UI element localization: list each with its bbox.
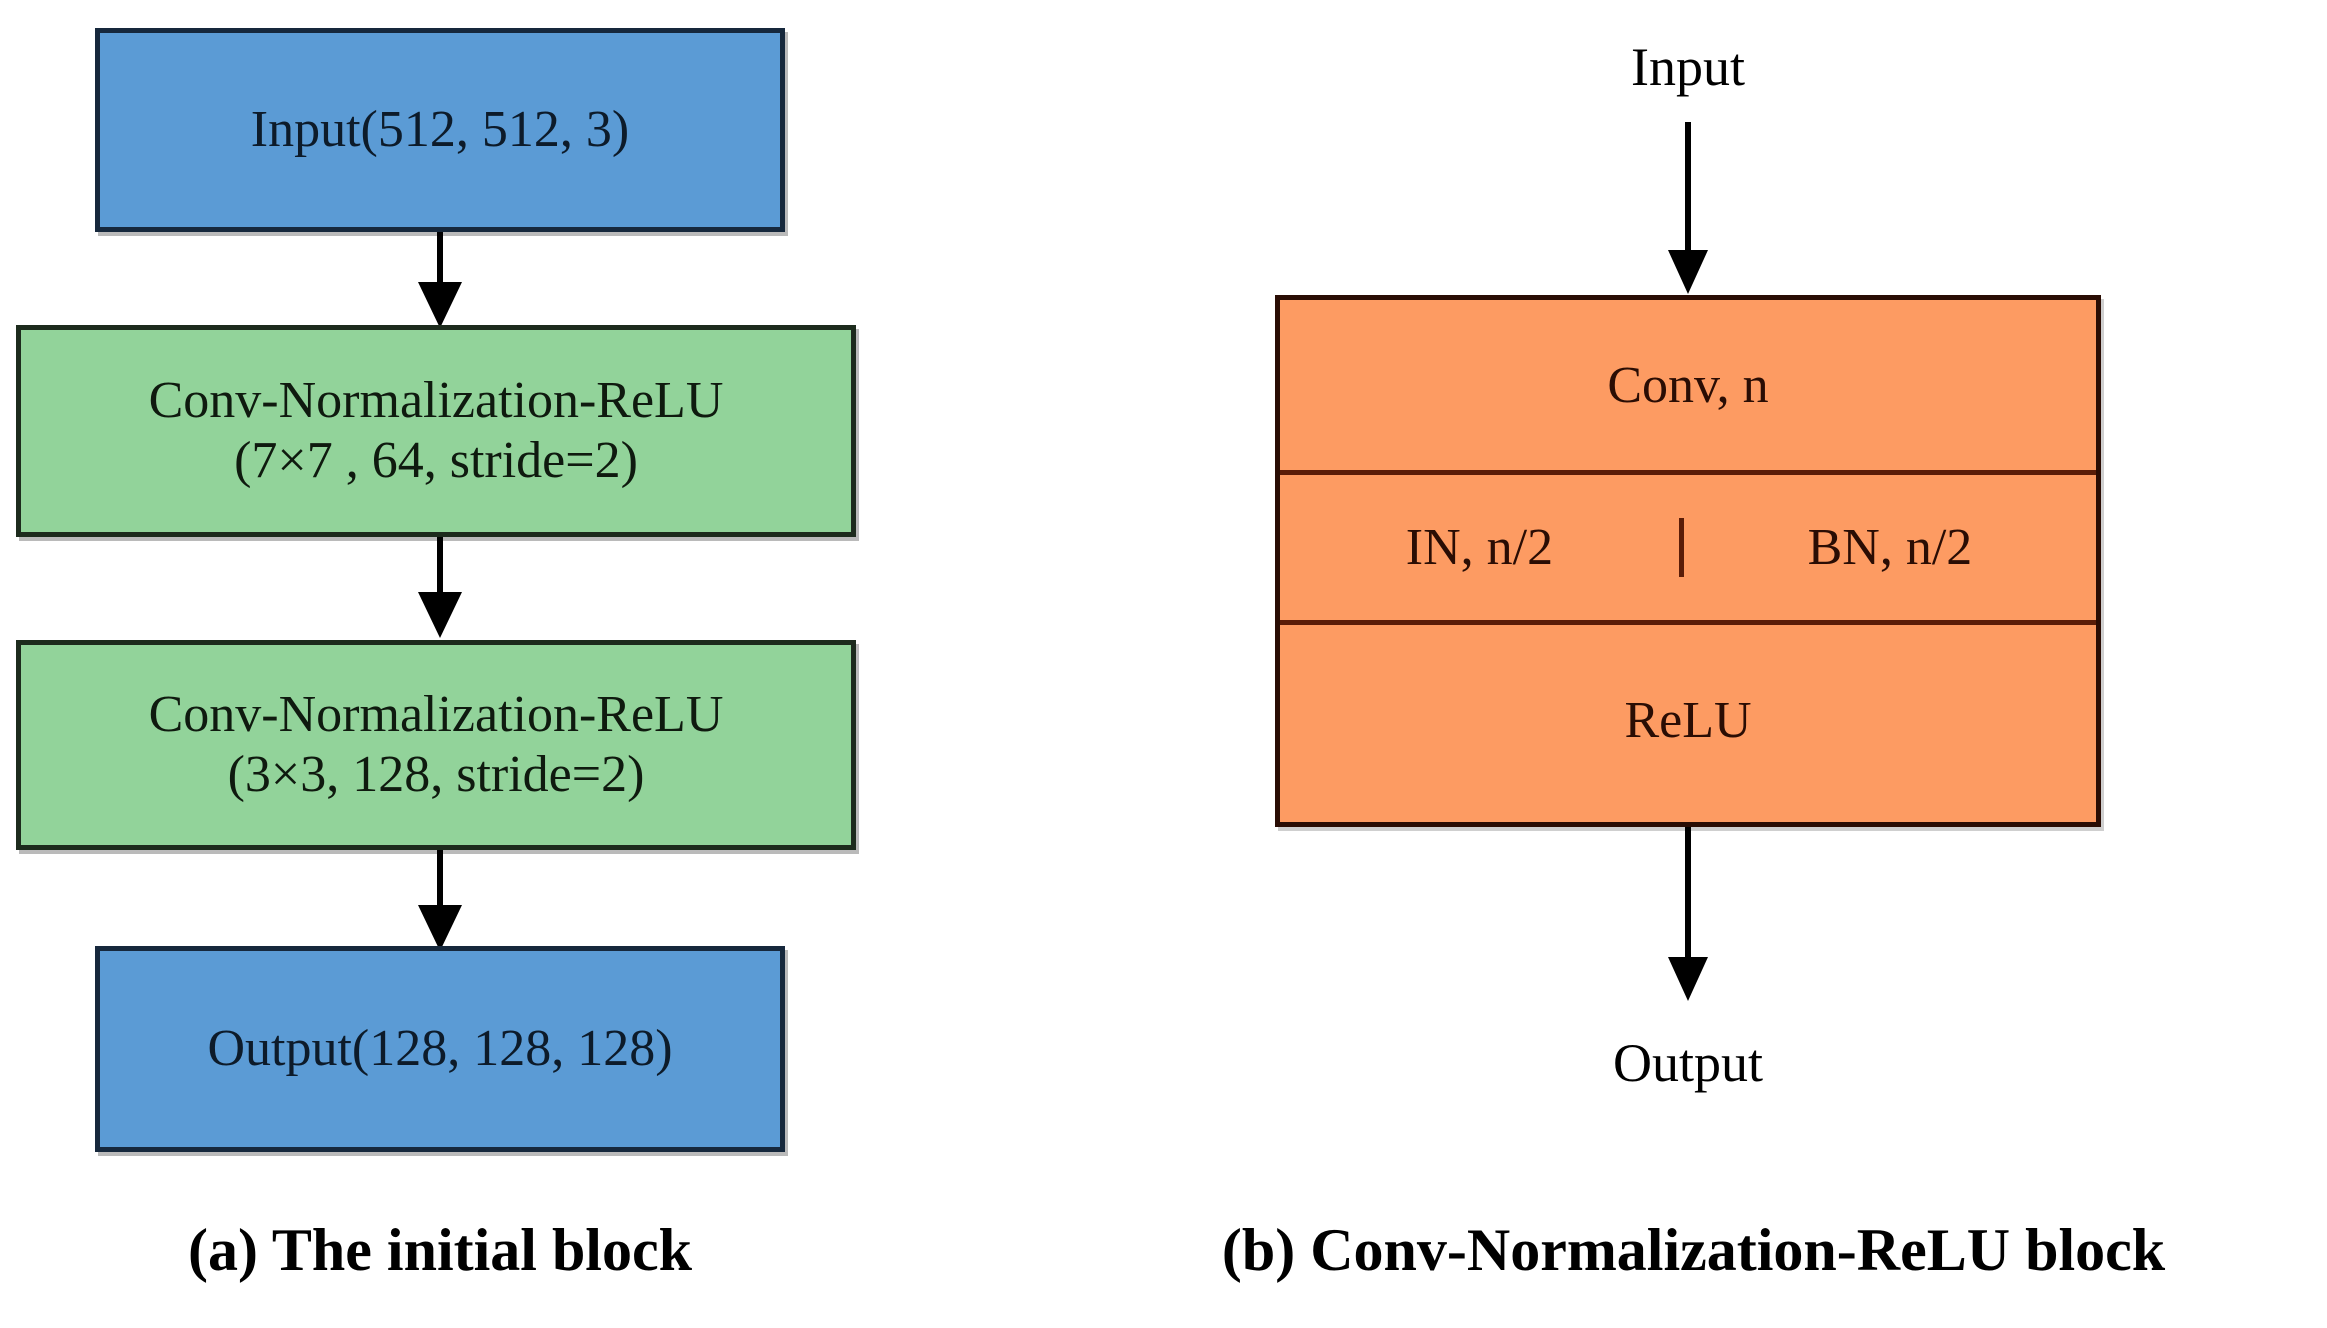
conv2-node: Conv-Normalization-ReLU (3×3, 128, strid… bbox=[16, 640, 856, 850]
output-node: Output(128, 128, 128) bbox=[95, 946, 785, 1152]
relu-row: ReLU bbox=[1280, 625, 2096, 815]
arrow-conv1-to-conv2 bbox=[418, 537, 462, 643]
norm-row: IN, n/2 BN, n/2 bbox=[1280, 475, 2096, 625]
arrow-input-to-conv1 bbox=[418, 232, 462, 328]
conv-norm-relu-block: Conv, n IN, n/2 BN, n/2 ReLU bbox=[1275, 295, 2101, 827]
output-node-label: Output(128, 128, 128) bbox=[207, 1019, 673, 1077]
input-node-label: Input(512, 512, 3) bbox=[250, 100, 630, 158]
conv1-node: Conv-Normalization-ReLU (7×7 , 64, strid… bbox=[16, 325, 856, 537]
caption-panel-a: (a) The initial block bbox=[188, 1217, 692, 1283]
norm-cell-batch-norm-label: BN, n/2 bbox=[1807, 519, 1973, 576]
output-text-label: Output bbox=[1612, 1033, 1763, 1093]
norm-cell-instance-norm: IN, n/2 bbox=[1280, 518, 1684, 577]
conv2-node-text: Conv-Normalization-ReLU (3×3, 128, strid… bbox=[149, 685, 724, 806]
arrow-conv2-to-output bbox=[418, 850, 462, 956]
arrow-input-to-block bbox=[1668, 122, 1708, 297]
conv-row-label: Conv, n bbox=[1607, 356, 1769, 414]
input-text-label: Input bbox=[1631, 37, 1745, 97]
relu-row-label: ReLU bbox=[1624, 691, 1752, 749]
norm-cell-instance-norm-label: IN, n/2 bbox=[1405, 519, 1554, 576]
conv2-node-line2: (3×3, 128, stride=2) bbox=[227, 746, 645, 803]
conv2-node-line1: Conv-Normalization-ReLU bbox=[148, 685, 724, 743]
conv1-node-line2: (7×7 , 64, stride=2) bbox=[234, 432, 638, 489]
arrow-block-to-output bbox=[1668, 827, 1708, 1007]
input-node: Input(512, 512, 3) bbox=[95, 28, 785, 232]
caption-panel-b: (b) Conv-Normalization-ReLU block bbox=[1221, 1217, 2166, 1283]
norm-cell-batch-norm: BN, n/2 bbox=[1684, 518, 2096, 577]
conv1-node-text: Conv-Normalization-ReLU (7×7 , 64, strid… bbox=[149, 371, 724, 492]
conv1-node-line1: Conv-Normalization-ReLU bbox=[148, 371, 724, 429]
conv-row: Conv, n bbox=[1280, 300, 2096, 475]
